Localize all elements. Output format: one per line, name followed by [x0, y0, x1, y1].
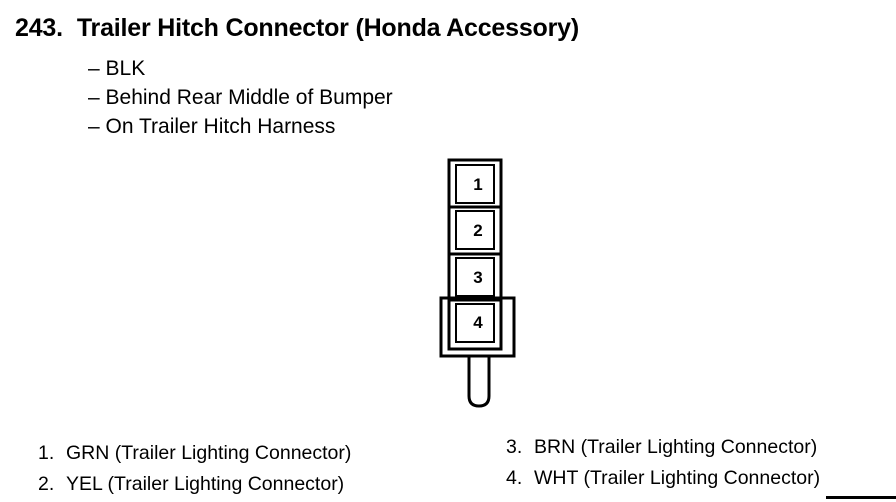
pin-number: 2. [38, 473, 55, 495]
cavity-label-2: 2 [473, 221, 482, 240]
pin-number: 3. [506, 436, 523, 458]
page-title: 243. Trailer Hitch Connector (Honda Acces… [15, 14, 579, 43]
note-harness: – On Trailer Hitch Harness [88, 115, 336, 138]
pin-item: 4. WHT (Trailer Lighting Connector) [506, 463, 820, 494]
cavity-label-1: 1 [473, 175, 482, 194]
pin-list-right: 3. BRN (Trailer Lighting Connector) 4. WHT… [506, 432, 820, 494]
cavity-1 [455, 164, 495, 204]
pin-item: 3. BRN (Trailer Lighting Connector) [506, 432, 820, 463]
pin-number: 1. [38, 442, 55, 464]
component-number: 243. [15, 14, 63, 42]
component-notes: – BLK – Behind Rear Middle of Bumper – O… [88, 54, 393, 141]
connector-tab [467, 356, 491, 408]
component-title: Trailer Hitch Connector (Honda Accessory… [76, 14, 579, 42]
cavity-4 [455, 303, 495, 343]
note-location: – Behind Rear Middle of Bumper [88, 86, 393, 109]
pin-label: BRN (Trailer Lighting Connector) [534, 436, 818, 458]
pin-label: WHT (Trailer Lighting Connector) [534, 467, 821, 489]
pin-label: YEL (Trailer Lighting Connector) [66, 473, 345, 495]
note-color: – BLK [88, 57, 146, 80]
page-rule [826, 496, 896, 499]
pin-item: 1. GRN (Trailer Lighting Connector) [38, 438, 351, 469]
cavity-3 [455, 257, 495, 297]
cavity-label-3: 3 [473, 268, 482, 287]
pin-number: 4. [506, 467, 523, 489]
pin-list-left: 1. GRN (Trailer Lighting Connector) 2. YEL… [38, 438, 351, 500]
cavity-2 [455, 210, 495, 250]
cavity-label-4: 4 [473, 313, 483, 332]
pin-label: GRN (Trailer Lighting Connector) [66, 442, 352, 464]
pin-item: 2. YEL (Trailer Lighting Connector) [38, 469, 351, 500]
locking-flange [439, 296, 516, 358]
